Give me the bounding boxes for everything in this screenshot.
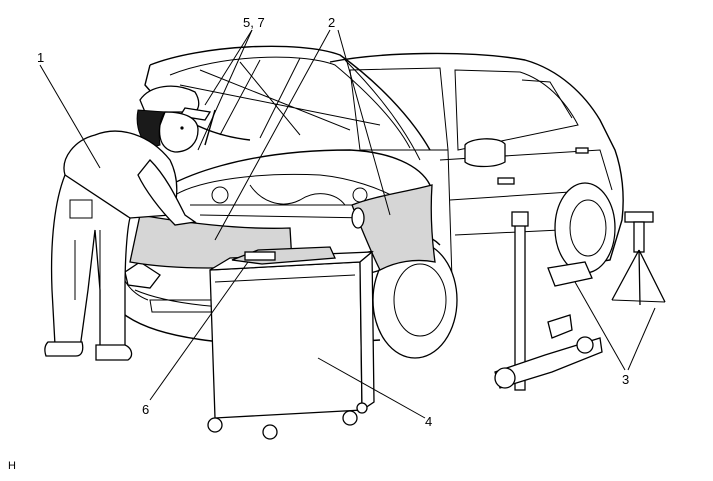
- callout-1: 1: [37, 50, 44, 65]
- figure-code: H: [8, 460, 16, 472]
- leader-lines: [39, 29, 656, 419]
- mechanic: [44, 85, 212, 361]
- rigid-rack-far: [611, 211, 666, 306]
- callout-4: 4: [425, 414, 432, 429]
- tool-cart: [207, 246, 375, 440]
- car: [115, 45, 624, 359]
- callout-2: 2: [328, 15, 335, 30]
- callout-6: 6: [142, 402, 149, 417]
- fender-cover: [351, 184, 436, 271]
- rigid-rack-near: [547, 261, 593, 287]
- floor-jack: [494, 211, 603, 391]
- callout-3: 3: [622, 372, 629, 387]
- callout-5-7: 5, 7: [243, 15, 265, 30]
